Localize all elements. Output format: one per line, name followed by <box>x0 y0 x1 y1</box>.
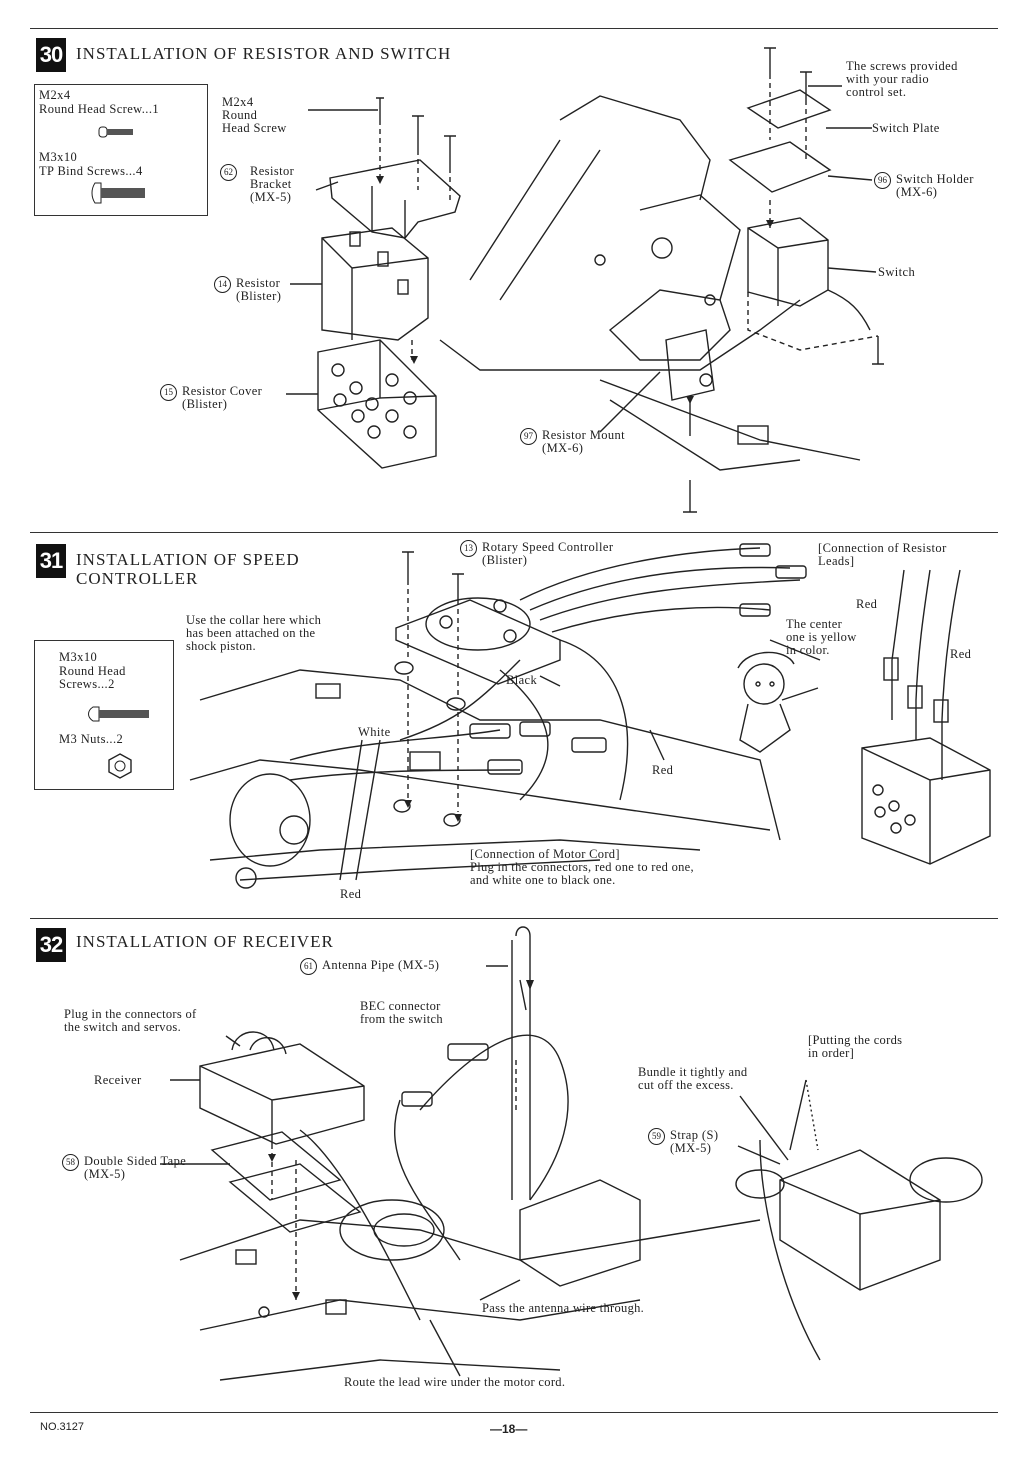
divider-31-32 <box>30 918 998 919</box>
step-30-parts-box: M2x4 Round Head Screw...1 M3x10 TP Bind … <box>34 84 208 216</box>
label-switch-plate: Switch Plate <box>872 121 940 135</box>
part-m3x10-size: M3x10 <box>39 150 78 164</box>
step-31-parts-box: M3x10 Round Head Screws...2 M3 Nuts...2 <box>34 640 174 790</box>
part-m2x4-size: M2x4 <box>39 88 71 102</box>
resistor-mount-drawing <box>665 329 715 436</box>
double-sided-tape-drawing <box>210 1131 362 1233</box>
receiver-drawing <box>199 1031 365 1145</box>
step-31-number: 31 <box>36 544 66 578</box>
label-bec-connector: BEC connector from the switch <box>360 999 443 1026</box>
note-pass-antenna: Pass the antenna wire through. <box>482 1301 645 1315</box>
label-red-right: Red <box>950 647 972 661</box>
connector-drawings-31 <box>469 543 807 775</box>
label-receiver: Receiver <box>94 1073 142 1087</box>
step-32-number: 32 <box>36 928 66 962</box>
part-m3x10-name-31: Round Head Screws...2 <box>59 664 126 691</box>
note-putting-cords: [Putting the cords in order] <box>808 1033 903 1060</box>
note-motor-cord: [Connection of Motor Cord] Plug in the c… <box>470 847 694 887</box>
label-white: White <box>358 725 391 739</box>
step-30-title: INSTALLATION OF RESISTOR AND SWITCH <box>76 44 452 63</box>
label-red-bottom: Red <box>340 887 362 901</box>
screw-drawings-30 <box>376 47 884 513</box>
chassis-drawing-31 <box>189 669 781 889</box>
resistor-cover-drawing <box>317 339 437 469</box>
hex-nut-icon <box>107 753 133 779</box>
screws-and-nuts-31 <box>393 551 466 827</box>
label-red-center: Red <box>652 763 674 777</box>
step-30-number: 30 <box>36 38 66 72</box>
speed-controller-drawing <box>395 547 801 801</box>
chassis-drawing-32 <box>179 1034 761 1381</box>
note-collar: Use the collar here which has been attac… <box>186 613 322 653</box>
step-32-title: INSTALLATION OF RECEIVER <box>76 932 334 951</box>
antenna-pipe-drawing <box>511 926 531 1200</box>
mechanic-mascot-drawing <box>737 651 819 753</box>
cord-order-drawing <box>735 1079 983 1361</box>
bottom-rule <box>30 1412 998 1413</box>
resistor-leads-drawing <box>861 569 991 865</box>
part-m3-nuts: M3 Nuts...2 <box>59 732 124 746</box>
dashed-guides-31 <box>407 580 459 812</box>
note-bundle: Bundle it tightly and cut off the excess… <box>638 1065 748 1092</box>
label-red-top: Red <box>856 597 878 611</box>
resistor-bracket-drawing <box>329 159 461 239</box>
label-screws-provided: The screws provided with your radio cont… <box>846 59 958 99</box>
top-rule <box>30 28 998 29</box>
leader-lines-31 <box>339 639 821 881</box>
label-resistor-leads: [Connection of Resistor Leads] <box>818 541 947 568</box>
label-m2x4-screw: M2x4 Round Head Screw <box>222 95 287 135</box>
part-m3x10-name: TP Bind Screws...4 <box>39 164 143 178</box>
tp-bind-screw-icon <box>91 181 151 205</box>
label-switch: Switch <box>878 265 916 279</box>
leader-lines-32 <box>160 965 789 1377</box>
round-head-screw-icon <box>97 125 137 139</box>
model-number: NO.3127 <box>40 1421 85 1433</box>
leader-lines-30 <box>286 85 877 433</box>
arrows <box>268 176 774 1300</box>
divider-30-31 <box>30 532 998 533</box>
page-number: —18— <box>490 1422 528 1436</box>
note-route-lead: Route the lead wire under the motor cord… <box>344 1375 566 1389</box>
chassis-drawing-30 <box>439 95 861 471</box>
part-m2x4-name: Round Head Screw...1 <box>39 102 160 116</box>
label-black: Black <box>506 673 538 687</box>
part-m3x10-size-31: M3x10 <box>59 650 98 664</box>
switch-drawing <box>747 217 871 331</box>
switch-plate-drawing <box>728 89 832 193</box>
round-head-screw-icon-31 <box>87 705 153 723</box>
dashed-guides-32 <box>271 1060 819 1300</box>
step-31-title: INSTALLATION OF SPEED CONTROLLER <box>76 550 300 588</box>
resistor-drawing <box>321 227 429 341</box>
note-plug-connectors: Plug in the connectors of the switch and… <box>64 1007 197 1034</box>
dashed-guides-30 <box>379 74 879 360</box>
note-yellow-center: The center one is yellow in color. <box>786 617 857 657</box>
